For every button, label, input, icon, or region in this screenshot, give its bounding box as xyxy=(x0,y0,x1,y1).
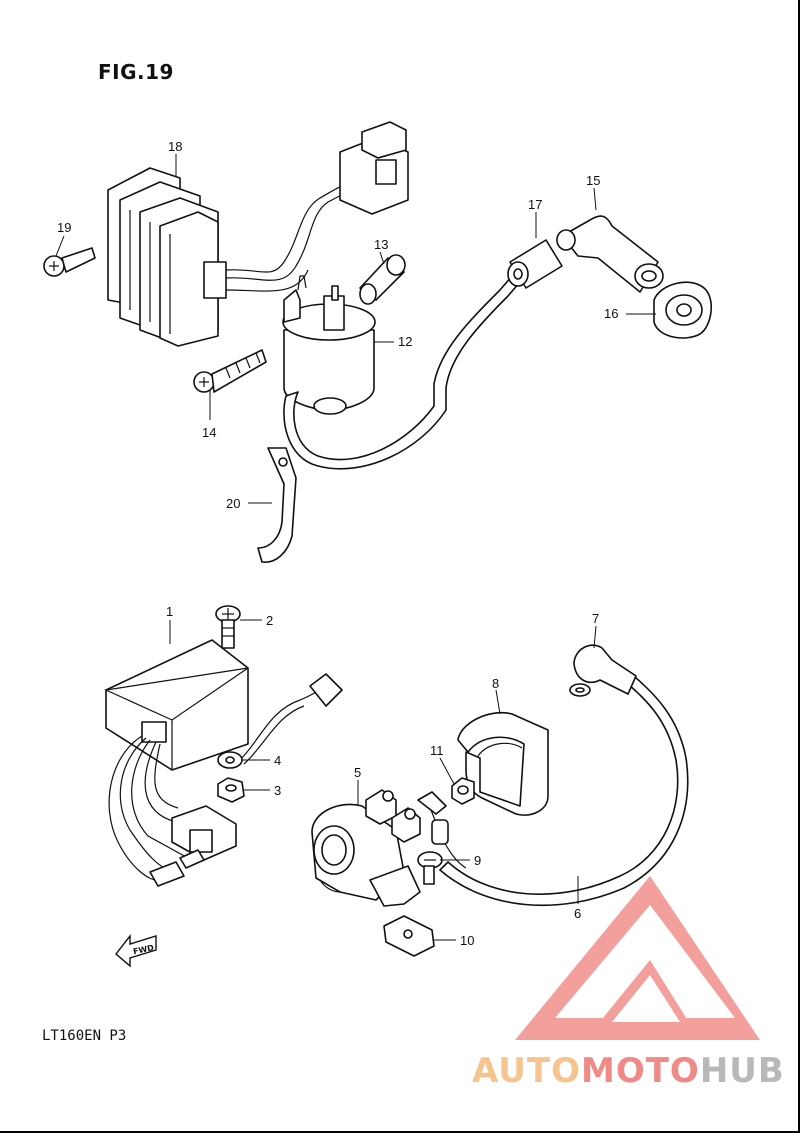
washer-4-part xyxy=(217,751,243,769)
regulator-wire-harness xyxy=(225,183,349,273)
nut-11-part xyxy=(451,777,475,805)
fwd-arrow-icon: FWD xyxy=(115,933,157,968)
cdi-wires xyxy=(119,737,177,873)
callout-13: 13 xyxy=(374,237,388,252)
figure-title: FIG.19 xyxy=(98,60,174,84)
callout-9: 9 xyxy=(474,853,481,868)
watermark-text: AUTOMOTOHUB xyxy=(472,1051,785,1091)
nut-3-part xyxy=(217,777,245,803)
clip-10-part xyxy=(383,915,435,957)
spacer-13-part xyxy=(359,254,406,305)
callout-14: 14 xyxy=(202,425,216,440)
callout-5: 5 xyxy=(354,765,361,780)
fwd-label: FWD xyxy=(132,943,155,956)
bolt-14-part xyxy=(193,349,267,393)
seal-16-part xyxy=(653,281,712,339)
callout-10: 10 xyxy=(460,933,474,948)
callout-8: 8 xyxy=(492,676,499,691)
callout-12: 12 xyxy=(398,334,412,349)
callout-2: 2 xyxy=(266,613,273,628)
callout-3: 3 xyxy=(274,783,281,798)
watermark-part1: AUTO xyxy=(472,1051,581,1091)
watermark-logo-icon xyxy=(515,876,760,1040)
callout-1: 1 xyxy=(166,604,173,619)
regulator-rectifier-part xyxy=(107,167,227,347)
clamp-20-part xyxy=(257,447,297,563)
regulator-connector-part xyxy=(339,121,409,215)
model-code: LT160EN P3 xyxy=(42,1028,127,1044)
ground-terminal xyxy=(309,673,343,707)
callout-16: 16 xyxy=(604,306,618,321)
watermark-part3: HUB xyxy=(700,1051,785,1091)
callout-18: 18 xyxy=(168,139,182,154)
screw-9-part xyxy=(417,851,443,885)
callout-11: 11 xyxy=(430,743,444,758)
cdi-unit-part xyxy=(103,639,249,771)
screw-2-part xyxy=(215,605,241,649)
callout-6: 6 xyxy=(574,906,581,921)
ignition-coil-part xyxy=(282,275,376,415)
bolt-19-part xyxy=(43,247,96,277)
callout-19: 19 xyxy=(57,220,71,235)
spark-plug-cap-15-part xyxy=(556,215,664,293)
callout-4: 4 xyxy=(274,753,281,768)
callout-20: 20 xyxy=(226,496,240,511)
callout-7: 7 xyxy=(592,611,599,626)
cdi-connector-part xyxy=(171,805,237,861)
watermark-part2: MOTO xyxy=(581,1051,700,1091)
callout-17: 17 xyxy=(528,197,542,212)
grommet-17-part xyxy=(507,239,563,289)
relay-terminal xyxy=(417,791,447,815)
callout-15: 15 xyxy=(586,173,600,188)
cable-terminal-boot-7-part xyxy=(569,644,637,697)
